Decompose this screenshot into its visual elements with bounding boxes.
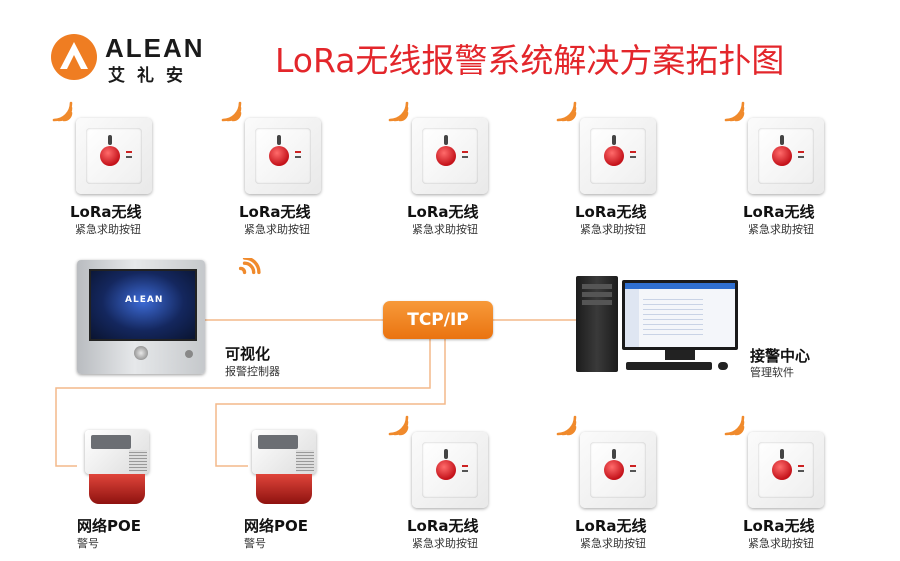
panic-button-device [748,118,824,194]
brand-logo: ALEAN 艾礼安 [50,33,225,86]
device-sublabel: 紧急求助按钮 [75,223,141,236]
siren-label: 网络POE [244,517,308,535]
panic-button-device [412,118,488,194]
panic-button-device [412,432,488,508]
center-label: 接警中心 [750,347,811,365]
device-sublabel: 紧急求助按钮 [412,537,478,550]
line-hub-siren-2 [215,339,446,467]
device-label: LoRa无线 [407,517,479,535]
wireless-signal-icon [238,258,261,275]
wireless-signal-icon [388,101,409,122]
siren-sublabel: 警号 [244,537,266,550]
wireless-signal-icon [388,415,409,436]
panic-button-device [76,118,152,194]
mouse [718,362,728,370]
controller-screen: ALEAN [89,269,197,341]
panic-button-device [245,118,321,194]
device-sublabel: 紧急求助按钮 [580,537,646,550]
logo-mark-icon [51,34,97,80]
device-label: LoRa无线 [407,203,479,221]
device-label: LoRa无线 [70,203,142,221]
center-sublabel: 管理软件 [750,366,794,379]
device-label: LoRa无线 [575,517,647,535]
poe-siren-device [252,430,316,506]
device-label: LoRa无线 [239,203,311,221]
wireless-signal-icon [52,101,73,122]
computer-tower [576,276,618,372]
tcp-ip-hub: TCP/IP [383,301,493,339]
wireless-signal-icon [556,101,577,122]
device-label: LoRa无线 [743,517,815,535]
alarm-controller-device: ALEAN [77,260,205,374]
poe-siren-device [85,430,149,506]
wireless-signal-icon [724,101,745,122]
device-sublabel: 紧急求助按钮 [244,223,310,236]
panic-button-device [748,432,824,508]
device-sublabel: 紧急求助按钮 [412,223,478,236]
device-sublabel: 紧急求助按钮 [748,537,814,550]
monitor-stand [665,350,695,360]
wireless-signal-icon [221,101,242,122]
controller-knob [134,346,148,360]
keyboard [626,362,712,370]
controller-screen-logo: ALEAN [125,295,164,305]
siren-sublabel: 警号 [77,537,99,550]
controller-speaker [185,350,193,358]
device-sublabel: 紧急求助按钮 [580,223,646,236]
device-label: LoRa无线 [743,203,815,221]
panic-button-device [580,432,656,508]
wireless-signal-icon [724,415,745,436]
device-label: LoRa无线 [575,203,647,221]
panic-button-device [580,118,656,194]
page-title: LoRa无线报警系统解决方案拓扑图 [275,41,785,80]
device-sublabel: 紧急求助按钮 [748,223,814,236]
controller-label: 可视化 [225,345,271,363]
line-hub-siren-1 [55,339,431,467]
controller-sublabel: 报警控制器 [225,365,280,378]
siren-label: 网络POE [77,517,141,535]
wireless-signal-icon [556,415,577,436]
logo-brand-cn: 艾礼安 [108,66,195,86]
computer-monitor [622,280,738,350]
logo-brand-en: ALEAN [105,33,205,63]
